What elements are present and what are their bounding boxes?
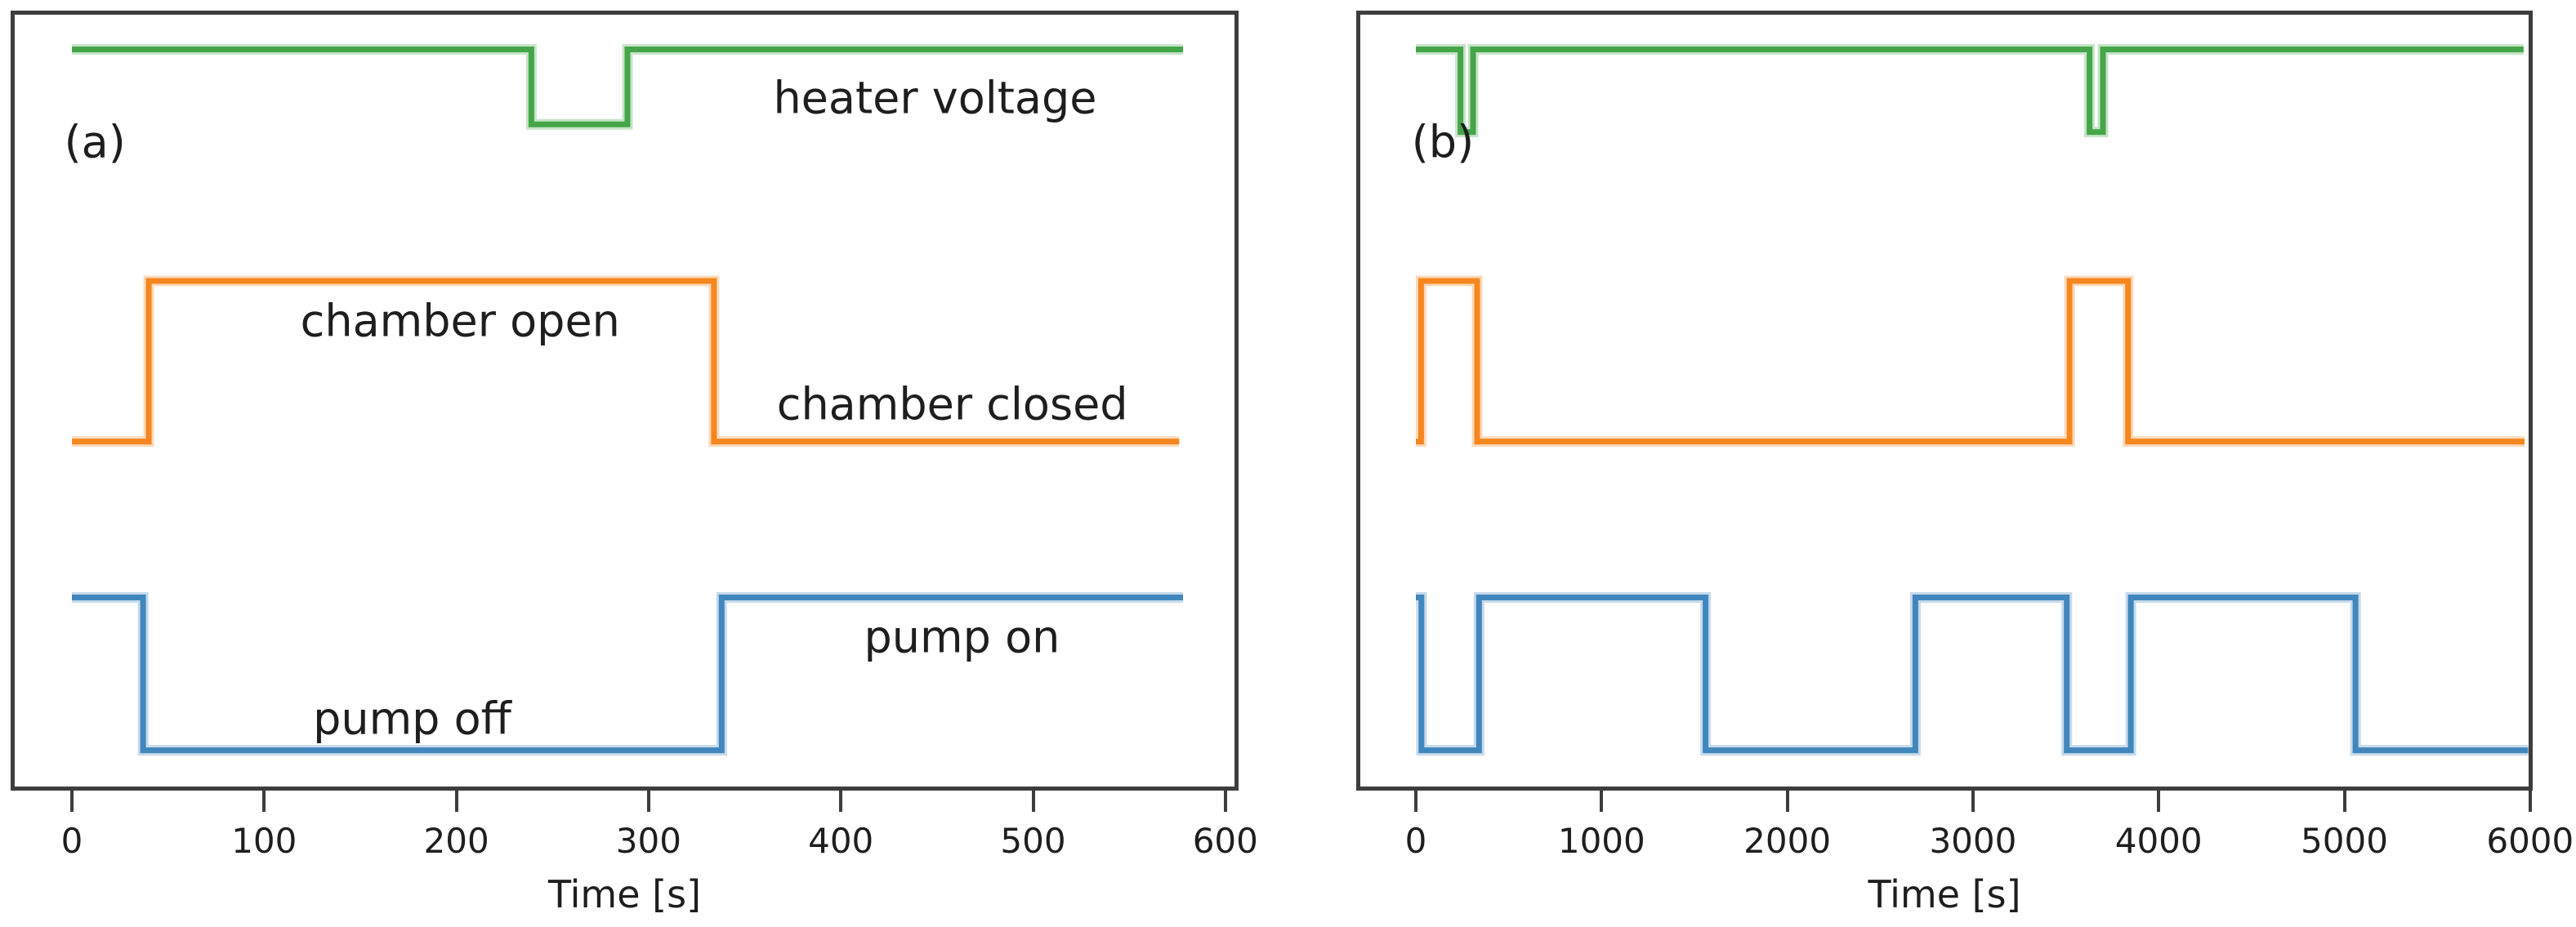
x-tick-a-300 xyxy=(646,791,650,812)
chart-canvas-b xyxy=(1415,44,2529,756)
x-tick-b-4000 xyxy=(2157,791,2161,812)
series-pump-state xyxy=(72,595,1183,754)
annotation-pump-off: pump off xyxy=(313,693,511,745)
figure-panel-b xyxy=(1356,11,2533,791)
series-pump-state xyxy=(1416,595,2529,754)
x-tick-label-a-400: 400 xyxy=(808,821,874,861)
x-tick-label-a-100: 100 xyxy=(231,821,297,861)
x-axis-title-b: Time [s] xyxy=(1868,872,2021,916)
x-tick-b-6000 xyxy=(2528,791,2532,812)
x-tick-label-b-2000: 2000 xyxy=(1743,821,1832,861)
x-tick-label-b-4000: 4000 xyxy=(2114,821,2203,861)
series-chamber-state xyxy=(72,278,1180,445)
x-tick-label-b-1000: 1000 xyxy=(1557,821,1645,861)
x-tick-b-5000 xyxy=(2342,791,2346,812)
annotation-pump-on: pump on xyxy=(864,611,1060,663)
panel-label-a: (a) xyxy=(64,116,126,168)
x-tick-b-0 xyxy=(1414,791,1417,812)
x-tick-label-b-3000: 3000 xyxy=(1929,821,2017,861)
x-tick-a-0 xyxy=(70,791,74,812)
panel-label-b: (b) xyxy=(1411,116,1475,168)
x-tick-b-3000 xyxy=(1971,791,1975,812)
x-tick-a-200 xyxy=(454,791,458,812)
x-tick-label-b-6000: 6000 xyxy=(2486,821,2574,861)
x-tick-b-1000 xyxy=(1600,791,1604,812)
x-tick-b-2000 xyxy=(1785,791,1789,812)
series-heater-voltage xyxy=(72,47,1183,127)
x-tick-label-b-0: 0 xyxy=(1404,821,1427,861)
x-tick-label-a-0: 0 xyxy=(60,821,83,861)
chart-canvas-a xyxy=(72,44,1183,756)
series-chamber-state xyxy=(1416,278,2525,445)
series-heater-voltage xyxy=(1416,47,2524,136)
x-tick-label-a-600: 600 xyxy=(1192,821,1258,861)
x-tick-label-a-200: 200 xyxy=(423,821,489,861)
annotation-chamber-closed: chamber closed xyxy=(776,378,1128,430)
x-tick-label-a-500: 500 xyxy=(1000,821,1066,861)
x-tick-a-500 xyxy=(1031,791,1035,812)
series-halo-chamber-state xyxy=(1415,275,2525,448)
annotation-chamber-open: chamber open xyxy=(300,295,620,347)
annotation-heater-voltage: heater voltage xyxy=(773,72,1097,124)
x-axis-title-a: Time [s] xyxy=(547,872,702,916)
x-tick-a-100 xyxy=(262,791,266,812)
series-halo-pump-state xyxy=(1416,592,2529,756)
x-tick-label-a-300: 300 xyxy=(615,821,681,861)
series-halo-heater-voltage xyxy=(1416,44,2524,138)
x-tick-a-400 xyxy=(839,791,843,812)
figure-panel-a xyxy=(11,11,1239,791)
x-tick-a-600 xyxy=(1223,791,1227,812)
x-tick-label-b-5000: 5000 xyxy=(2301,821,2388,861)
